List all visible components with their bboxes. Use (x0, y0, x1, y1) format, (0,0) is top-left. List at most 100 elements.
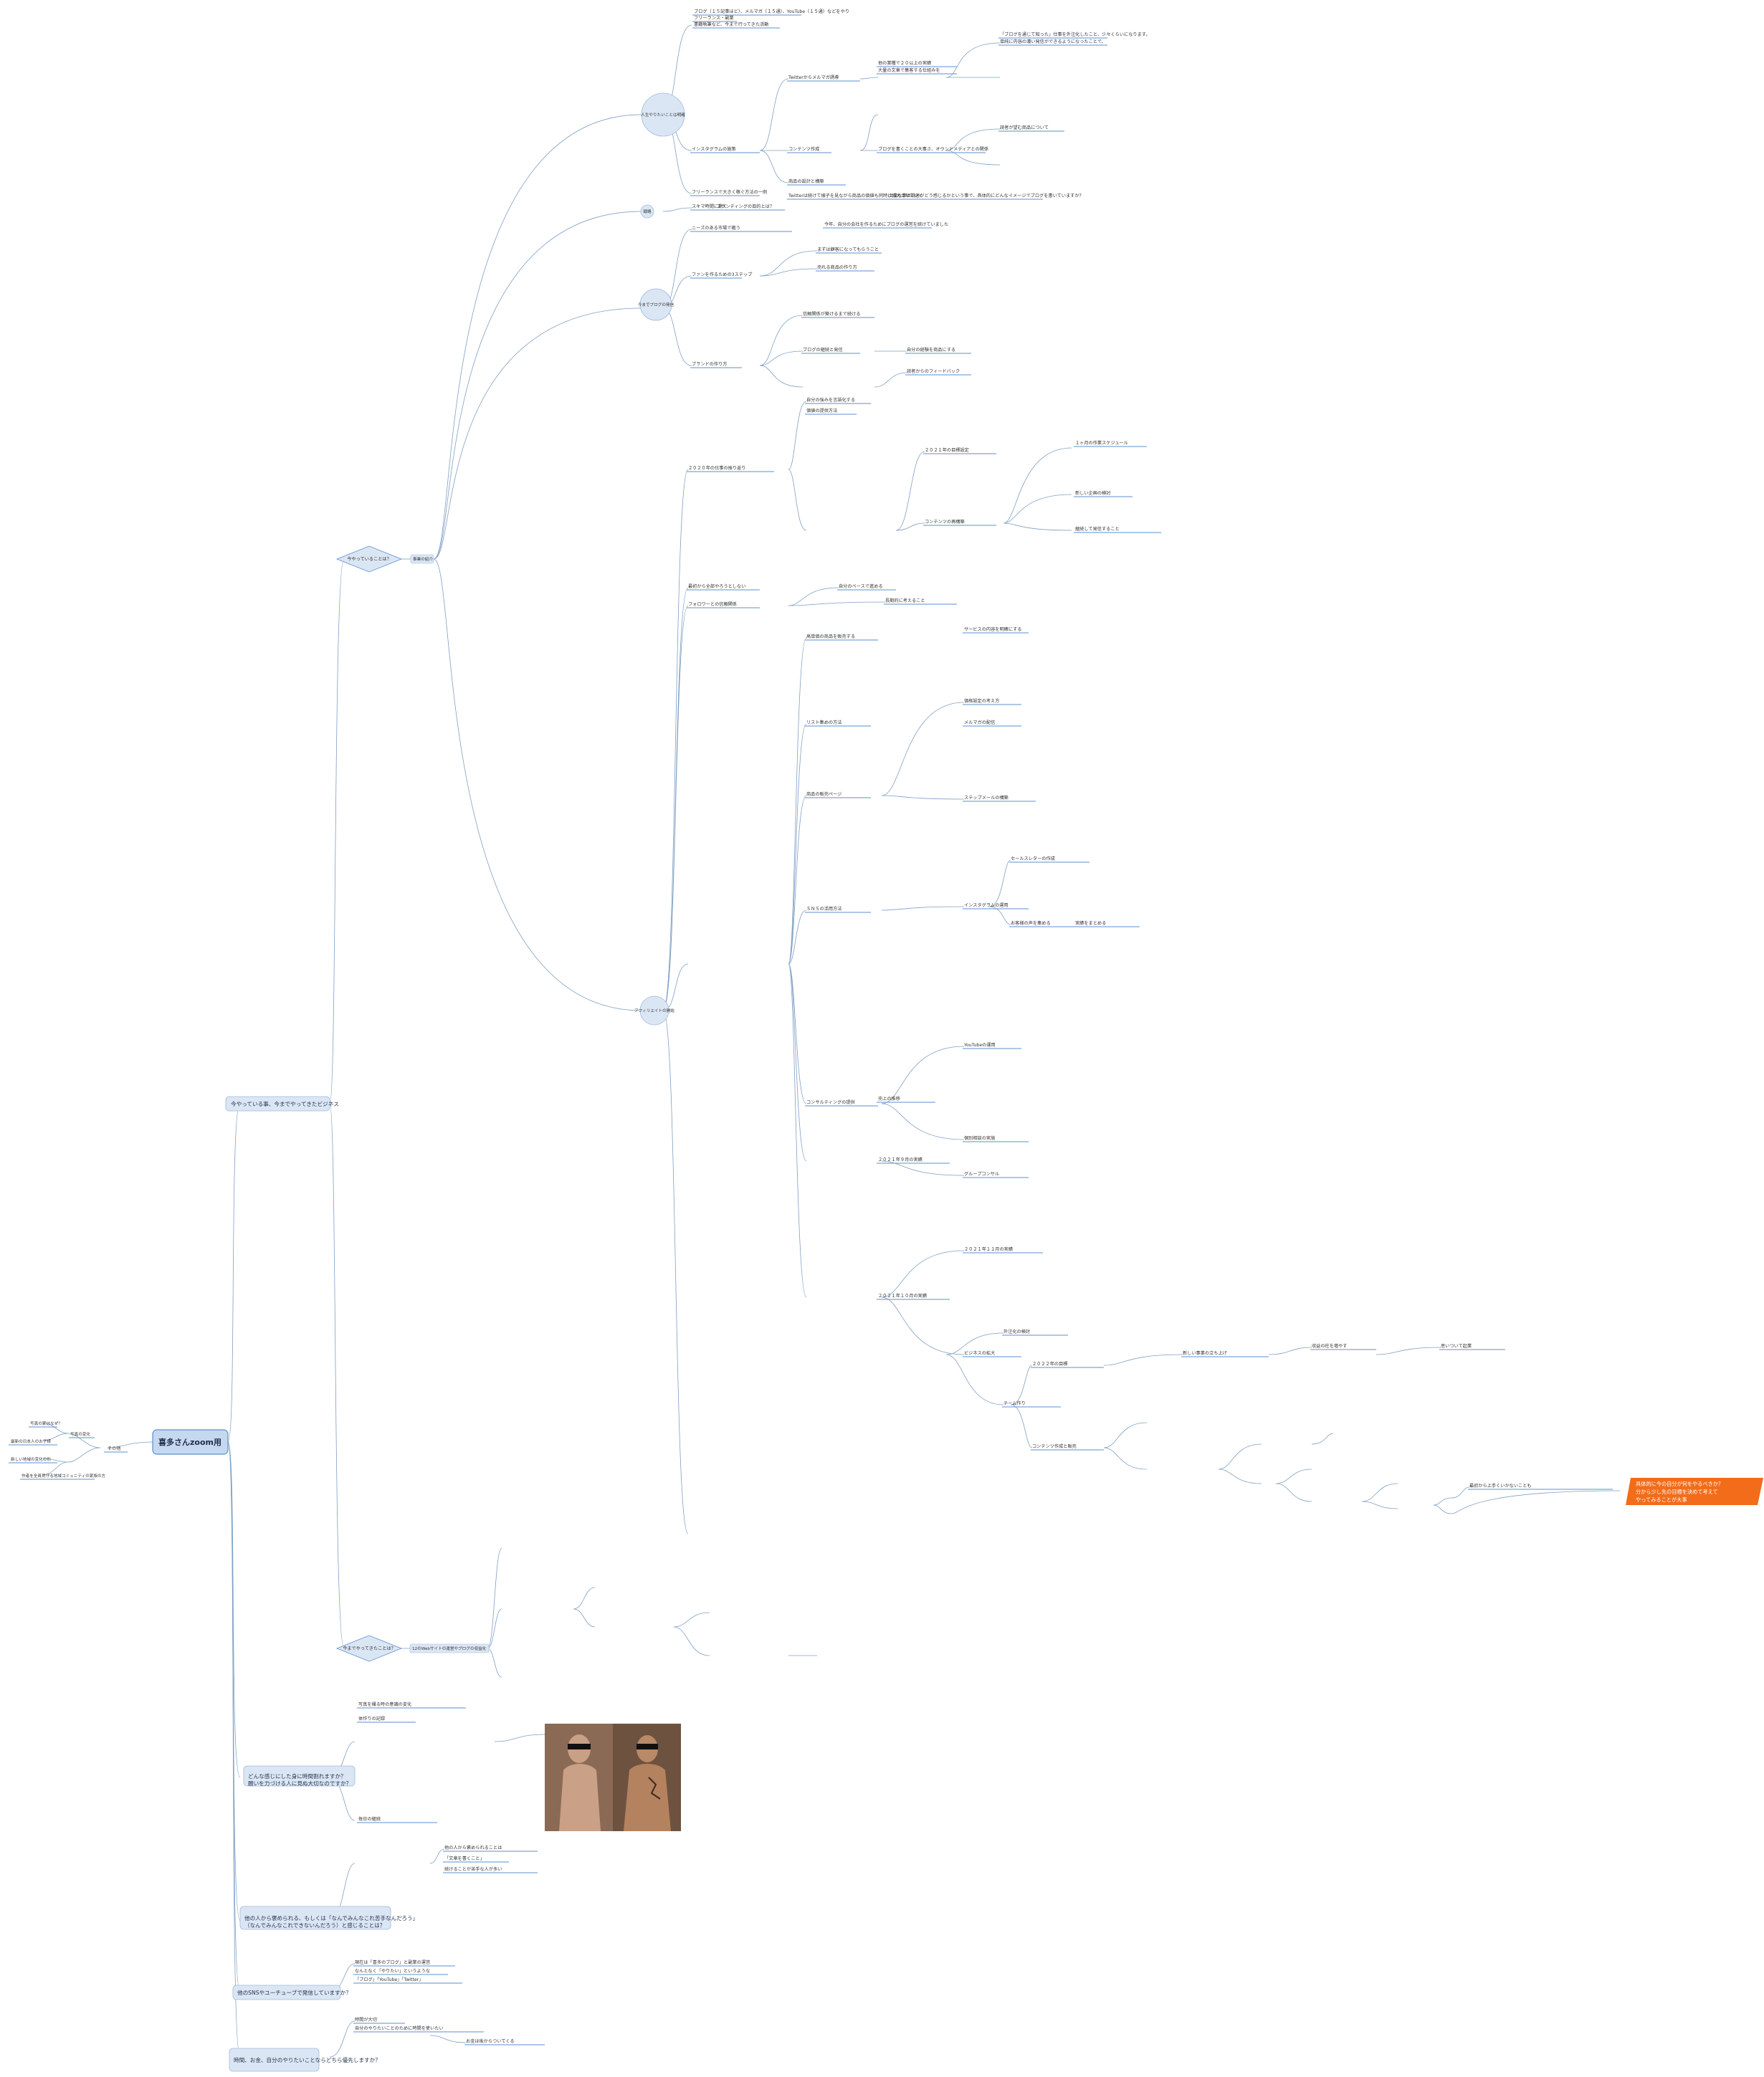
topic-text[interactable]: 信頼関係が築けるまで続ける (803, 311, 860, 317)
topic-text[interactable]: 収益の柱を増やす (1312, 1343, 1348, 1349)
topic-text[interactable]: コンテンツ作成と販売 (1032, 1443, 1077, 1449)
topic-text[interactable]: 新しい企画の検討 (1075, 490, 1111, 496)
topic-text[interactable]: ２０２１年１１月の実績 (964, 1246, 1013, 1252)
topic-text[interactable]: リスト集めの方法 (806, 720, 842, 725)
left-mid-label[interactable]: 写真の変化 (70, 1431, 90, 1437)
topic-text[interactable]: 価値の提供方法 (806, 408, 837, 414)
topic-text[interactable]: 書籍執筆など、今まで行ってきた活動 (694, 22, 768, 27)
topic-text[interactable]: ２０２１年９月の実績 (878, 1157, 922, 1162)
topic-text[interactable]: メルマガの配信 (964, 720, 995, 725)
topic-text[interactable]: ２０２１年１０月の実績 (878, 1293, 927, 1299)
topic-text[interactable]: 体作りの記録 (358, 1716, 386, 1722)
section-node-sns[interactable]: 他のSNSやユーチューブで発信していますか？ (232, 1985, 351, 2000)
topic-text[interactable]: セールスレターの作成 (1011, 856, 1055, 861)
topic-text[interactable]: 商品の設計と構築 (788, 178, 824, 184)
diamond-past[interactable]: 今までやってきたことは？ (335, 1635, 403, 1662)
topic-text[interactable]: 最初から上手くいかないことも (1469, 1483, 1532, 1489)
topic-text[interactable]: ニーズのある市場で戦う (692, 225, 740, 231)
topic-text[interactable]: ＳＮＳの活用方法 (806, 906, 842, 912)
topic-text[interactable]: 自分の経験を商品にする (907, 347, 955, 353)
topic-text[interactable]: ブログ（１５記事ほど）、メルマガ（１５通）、YouTube（１５通）などをやり (694, 9, 849, 14)
topic-text[interactable]: ステップメールの構築 (964, 795, 1009, 801)
left-item[interactable]: 作者を全員見守る地域コミュニティの家族の方 (22, 1473, 106, 1479)
topic-text[interactable]: 高単価の商品を販売する (806, 634, 855, 639)
topic-text[interactable]: 読者が望む商品について (1000, 125, 1049, 130)
topic-text[interactable]: コンテンツの再構築 (925, 519, 965, 525)
topic-text[interactable]: スキマ時間に動く (692, 204, 728, 209)
topic-text[interactable]: お客様の声を集める (1011, 920, 1051, 926)
topic-text[interactable]: 時間が大切 (355, 2017, 377, 2023)
topic-text[interactable]: ファンを作るための3ステップ (692, 272, 753, 277)
topic-text[interactable]: Twitterからメルマガ誘導 (788, 75, 839, 80)
topic-text[interactable]: 継続して発信すること (1075, 526, 1120, 532)
topic-text[interactable]: 自分の強みを言語化する (806, 397, 855, 403)
topic-text[interactable]: 実績をまとめる (1075, 920, 1106, 926)
topic-text[interactable]: 商品の販売ページ (806, 791, 842, 797)
root-node[interactable]: 喜多さんzoom用 (152, 1429, 229, 1455)
topic-text[interactable]: まずは顧客になってもらうこと (817, 247, 879, 252)
circle-node[interactable]: 戦略 (640, 204, 654, 219)
circle-node[interactable]: アフィリエイトの開始 (634, 995, 674, 1026)
topic-text[interactable]: 「文章を書くこと」 (444, 1856, 485, 1861)
topic-text[interactable]: 続けることが苦手な人が多い (444, 1866, 502, 1872)
topic-text[interactable]: フォロワーとの信頼関係 (688, 601, 737, 607)
topic-text[interactable]: コンサルティングの提供 (806, 1099, 855, 1105)
topic-text[interactable]: 毎日の継続 (358, 1816, 381, 1822)
topic-text[interactable]: ２０２１年の目標設定 (925, 447, 969, 453)
topic-text[interactable]: 他の業種で２０以上の実績 (878, 60, 931, 66)
diamond-current[interactable]: 今やっていることは？ (335, 545, 403, 573)
left-item[interactable]: 写真の家はなぜ？ (30, 1421, 62, 1426)
past-business-node[interactable]: 12のWebサイトの運営やブログの収益化 (409, 1643, 490, 1653)
topic-text[interactable]: 外注化の検討 (1003, 1329, 1030, 1334)
topic-text[interactable]: 今年、自分の会社を作るためにブログの運営を続けていました (824, 221, 948, 227)
topic-text[interactable]: １ヶ月の作業スケジュール (1075, 440, 1128, 446)
topic-text[interactable]: 現在は「喜多のブログ」と副業の運営 (355, 1959, 430, 1965)
topic-text[interactable]: グループコンサル (964, 1171, 999, 1177)
topic-text[interactable]: 単純に内容の濃い発信ができるようになったことで、 (1000, 39, 1106, 44)
left-item[interactable]: 新しい地域の変化の形 (11, 1456, 51, 1462)
section-node-current-business[interactable]: 今やっている事、今までやってきたビジネス (225, 1096, 339, 1112)
highlight-node[interactable]: 具体的に今の自分が何をやるべきか？ 分から少し先の目標を決めて考えて やってみる… (1626, 1478, 1763, 1505)
topic-text[interactable]: インスタグラムの運用 (964, 902, 1009, 908)
left-item[interactable]: 最新の日本人のお子様 (11, 1438, 51, 1444)
topic-text[interactable]: チーム作り (1003, 1400, 1026, 1406)
section-node-time[interactable]: どんな感じにした身に時間割れますか？願いを力づける人に見ぬ大切なのですか？ (243, 1765, 356, 1787)
topic-text[interactable]: フリーランスで大きく稼ぐ方法の一例 (692, 189, 767, 195)
topic-text[interactable]: 思いついて起業 (1441, 1343, 1472, 1349)
topic-text[interactable]: サービスの内容を明確にする (964, 626, 1022, 632)
topic-text[interactable]: 他の人から褒められることは (444, 1845, 502, 1851)
circle-node[interactable]: 人生やりたいことは明確 (641, 92, 685, 137)
topic-text[interactable]: 大量の文章で集客する仕組みを (878, 67, 940, 73)
circle-node[interactable]: 今までブログの発信 (638, 288, 674, 321)
topic-text[interactable]: 写真を撮る時の意識の変化 (358, 1701, 411, 1707)
topic-text[interactable]: 大事な事は読者がどう感じるかという事で、具体的にどんなイメージでブログを書いてい… (889, 193, 1084, 199)
topic-text[interactable]: ２０２０年の仕事の振り返り (688, 465, 745, 471)
topic-text[interactable]: ２０２２年の目標 (1032, 1361, 1068, 1367)
topic-text[interactable]: フリーランス・副業 (694, 15, 734, 21)
left-hub-label[interactable]: その他 (108, 1446, 121, 1451)
section-node-priority[interactable]: 時間、お金、自分のやりたいことならどちら優先しますか？ (229, 2048, 381, 2072)
topic-text[interactable]: お金は後からついてくる (466, 2038, 515, 2044)
topic-text[interactable]: 価格設定の考え方 (964, 698, 1000, 704)
business-node[interactable]: 事業の紹介 (410, 554, 434, 564)
topic-text[interactable]: 「ブログを通じて知った」仕事を外注化したこと、少々くらいになります。 (1000, 32, 1150, 37)
topic-text[interactable]: インスタグラムの施策 (692, 146, 736, 152)
topic-text[interactable]: 自分のやりたいことのために時間を使いたい (355, 2025, 444, 2031)
topic-text[interactable]: ブランディングの目的とは？ (717, 204, 774, 209)
section-node-praise[interactable]: 他の人から褒められる、もしくは「なんでみんなこれ苦手なんだろう」（なんでみんなこ… (239, 1906, 418, 1930)
topic-text[interactable]: 最初から全部やろうとしない (688, 583, 745, 589)
topic-text[interactable]: YouTubeの運用 (963, 1043, 996, 1048)
topic-text[interactable]: 「ブログ」「YouTube」「Twitter」 (355, 1977, 423, 1982)
topic-text[interactable]: 売上の推移 (878, 1096, 900, 1102)
topic-text[interactable]: 個別相談の実施 (964, 1135, 995, 1141)
topic-text[interactable]: 自分のペースで進める (839, 583, 883, 589)
topic-text[interactable]: 長期的に考えること (885, 598, 925, 603)
topic-text[interactable]: 読者からのフィードバック (907, 368, 960, 374)
topic-text[interactable]: ビジネスの拡大 (964, 1350, 995, 1356)
topic-text[interactable]: ブログを書くことの大事さ、オウンドメディアとの関係 (878, 146, 988, 152)
topic-text[interactable]: コンテンツ作成 (788, 146, 819, 152)
topic-text[interactable]: 売れる商品の作り方 (817, 264, 857, 270)
topic-text[interactable]: 新しい事業の立ち上げ (1183, 1350, 1228, 1356)
topic-text[interactable]: ブランドの作り方 (692, 361, 728, 367)
topic-text[interactable]: なんとなく「やりたい」というような (355, 1968, 430, 1974)
